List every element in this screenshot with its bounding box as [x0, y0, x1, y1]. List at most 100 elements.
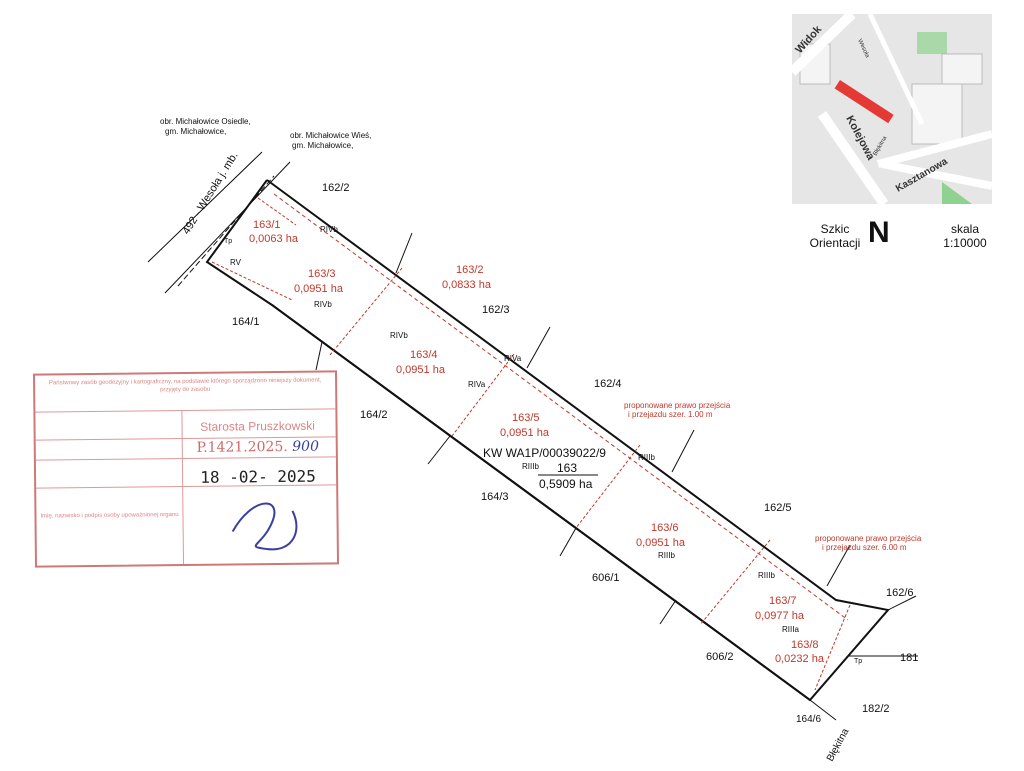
soil-class: RIIIb	[758, 571, 775, 580]
neighbor-boundary	[671, 429, 695, 473]
neighbor-label: 182/2	[862, 703, 890, 715]
district-label: gm. Michałowice,	[292, 141, 353, 150]
stamp-header: Państwowy zasób geodezyjny i kartografic…	[48, 377, 322, 394]
street-label: Błękitna	[825, 726, 852, 763]
neighbor-label: 181	[900, 652, 918, 664]
parcel-area: 0,0951 ha	[294, 283, 344, 295]
division-line	[699, 539, 771, 626]
neighbor-boundary	[659, 599, 677, 625]
easement-note: i przejazdu szer. 1.00 m	[628, 410, 713, 419]
soil-class: Tp	[854, 658, 862, 665]
parcel-163-6: 163/6 0,0951 ha	[636, 522, 686, 549]
parcel-163-1: 163/1 0,0063 ha	[249, 219, 299, 245]
district-label: obr. Michałowice Wieś,	[290, 131, 371, 140]
parcel-163-5: 163/5 0,0951 ha	[500, 412, 550, 439]
neighbor-label: 606/1	[592, 572, 620, 584]
soil-class: RIIIb	[658, 551, 675, 560]
stamp-doc-number: P.1421.2025. 900	[196, 438, 320, 456]
neighbor-boundary	[315, 341, 323, 371]
parcel-163-8: 163/8 0,0232 ha	[775, 639, 825, 665]
soil-class: RIIIb	[638, 453, 655, 462]
south-boundary	[575, 527, 811, 701]
soil-class: RIIIa	[782, 625, 799, 634]
parcel-area: 0,5909 ha	[539, 477, 593, 491]
neighbor-label: 162/6	[886, 587, 914, 599]
parcel-area: 0,0951 ha	[500, 427, 550, 439]
neighbor-boundary	[809, 699, 837, 721]
division-line	[451, 353, 515, 437]
soil-class: RIVb	[314, 300, 332, 309]
parcel-number: 163/5	[512, 412, 540, 424]
stamp-signature-label: Imię, nazwisko i podpis osoby upoważnion…	[40, 512, 179, 520]
soil-class: RIVa	[468, 380, 486, 389]
parcel-number: 163	[557, 461, 577, 475]
division-line	[257, 197, 297, 226]
easement-note: proponowane prawo przejścia	[624, 401, 731, 410]
land-register-number: KW WA1P/00039022/9	[483, 446, 606, 460]
neighbor-label: 164/6	[796, 714, 821, 725]
division-line	[329, 267, 403, 356]
parcel-area: 0,0951 ha	[636, 537, 686, 549]
registry-stamp: Państwowy zasób geodezyjny i kartografic…	[32, 370, 340, 568]
parcel-area: 0,0232 ha	[775, 653, 825, 665]
neighbor-boundary	[395, 232, 413, 274]
parcel-163-2: 163/2 0,0833 ha	[442, 264, 492, 291]
easement-line	[273, 193, 849, 621]
road-edge-line	[164, 161, 291, 294]
parcel-highlight	[834, 80, 894, 124]
neighbor-label: 164/2	[360, 409, 388, 421]
neighbor-label: 162/3	[482, 304, 510, 316]
neighbor-boundary	[427, 435, 451, 465]
neighbor-label: 162/5	[764, 502, 792, 514]
parcel-number: 163/3	[308, 268, 336, 280]
neighbor-label: 606/2	[706, 651, 734, 663]
soil-class: RIVb	[390, 331, 408, 340]
soil-class: RV	[230, 258, 242, 267]
neighbor-label: 162/2	[322, 182, 350, 194]
neighbor-boundary	[887, 595, 917, 611]
division-line	[814, 604, 851, 691]
parcel-163-4: 163/4 0,0951 ha	[396, 349, 446, 376]
parcel-number: 163/1	[253, 219, 281, 231]
parcel-area: 0,0951 ha	[396, 364, 446, 376]
neighbor-boundary	[826, 544, 851, 587]
neighbor-boundary	[526, 326, 551, 369]
sketch-title: Szkic Orientacji	[809, 222, 861, 250]
district-label: gm. Michałowice,	[165, 127, 226, 136]
soil-class: Tp	[224, 238, 232, 245]
parcel-area: 0,0977 ha	[755, 610, 805, 622]
north-arrow-icon: N	[868, 216, 890, 249]
signature-icon	[231, 502, 298, 551]
easement-note: proponowane prawo przejścia	[815, 534, 922, 543]
parcel-163-7: 163/7 0,0977 ha	[755, 595, 805, 622]
stamp-office: Starosta Pruszkowski	[200, 418, 315, 434]
soil-class: RIIIb	[522, 462, 539, 471]
neighbor-label: 162/4	[594, 378, 622, 390]
neighbor-label: 164/3	[481, 491, 509, 503]
easement-note: i przejazdu szer. 6.00 m	[822, 543, 907, 552]
soil-class: RIVa	[504, 354, 522, 363]
parcel-area: 0,0063 ha	[249, 233, 299, 245]
road-edge-line	[147, 151, 263, 263]
parcel-number: 163/8	[791, 639, 819, 651]
parcel-area: 0,0833 ha	[442, 279, 492, 291]
stamp-date: 18 -02- 2025	[200, 466, 316, 487]
scale-label: skala 1:10000	[943, 222, 987, 250]
south-boundary	[271, 304, 577, 529]
neighbor-label: 164/1	[232, 316, 260, 328]
parcel-163-3: 163/3 0,0951 ha	[294, 268, 344, 295]
parcel-number: 163/2	[456, 264, 484, 276]
orientation-inset: Widok Wesoła Kolejowa Błękitna Kasztanow…	[792, 14, 992, 204]
soil-class: RIVb	[320, 225, 338, 234]
parcel-number: 163/7	[769, 595, 797, 607]
parcel-number: 163/4	[410, 349, 438, 361]
parcel-number: 163/6	[651, 522, 679, 534]
road-axis-line	[177, 175, 275, 287]
division-line	[575, 444, 641, 529]
district-label: obr. Michałowice Osiedle,	[160, 117, 251, 126]
neighbor-boundary	[559, 527, 577, 557]
main-parcel-label: KW WA1P/00039022/9 RIIIb 163 0,5909 ha	[483, 446, 606, 491]
division-line	[211, 261, 293, 301]
